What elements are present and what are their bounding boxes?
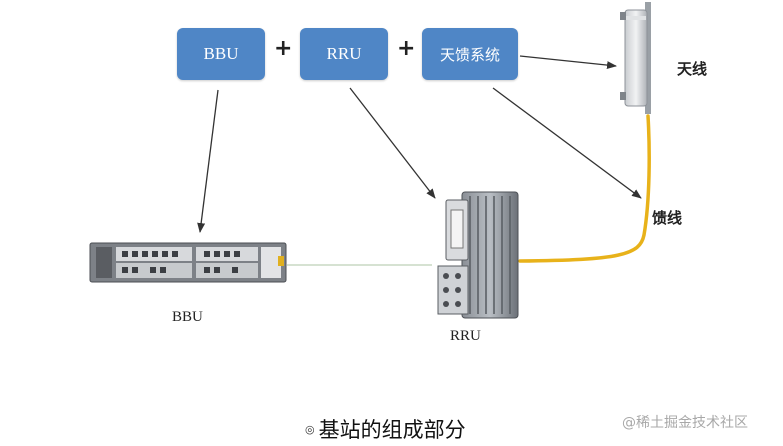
antenna-device: [620, 2, 651, 114]
arrows: [197, 55, 642, 233]
figure-caption: ◎ 基站的组成部分: [305, 414, 466, 444]
arrow-antenna-system-to-feeder: [492, 87, 642, 199]
plus-sign-2: +: [397, 36, 416, 61]
antenna-system-box: 天馈系统: [422, 28, 518, 80]
feeder-label: 馈线: [652, 209, 683, 227]
rru-box: RRU: [300, 28, 388, 80]
rru-device: [437, 191, 519, 319]
antenna-label: 天线: [677, 60, 708, 78]
plus-sign-1: +: [274, 36, 293, 61]
watermark: @稀土掘金技术社区: [622, 415, 748, 431]
caption-mark-icon: ◎: [305, 422, 315, 436]
feeder-cable: [518, 114, 651, 263]
rru-device-label: RRU: [450, 328, 481, 344]
caption-text: 基站的组成部分: [318, 418, 466, 442]
arrow-bbu-down: [197, 89, 219, 233]
bbu-device-label: BBU: [172, 309, 203, 325]
bbu-device: [89, 242, 287, 283]
arrow-rru-down: [349, 87, 436, 199]
arrow-antenna-system-to-antenna: [519, 55, 617, 70]
bbu-box: BBU: [177, 28, 265, 80]
